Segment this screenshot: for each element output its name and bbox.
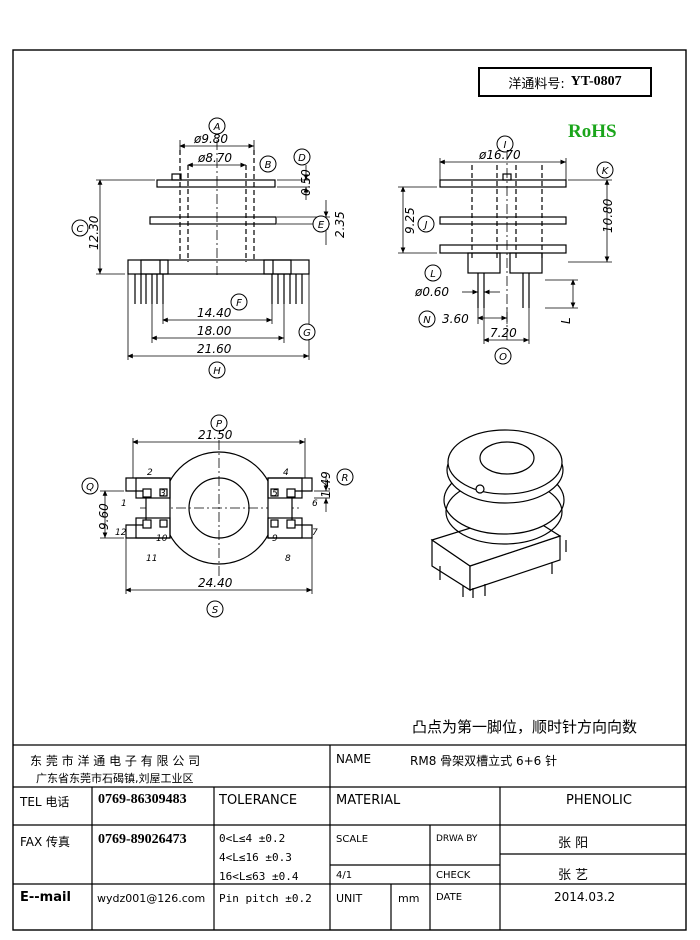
bottom-view: [100, 438, 330, 594]
pin-11: 11: [146, 554, 157, 564]
callout-G: G: [303, 328, 311, 339]
rohs-mark: RoHS: [568, 121, 617, 142]
tolerance-row-2: 4<L≤16 ±0.3: [219, 851, 292, 864]
pin-orientation-note: 凸点为第一脚位，顺时针方向向数: [412, 718, 638, 736]
dim-K: 10.80: [601, 198, 615, 233]
callout-F: F: [236, 298, 242, 309]
pin-7: 7: [312, 528, 318, 538]
check-value: 张 艺: [558, 868, 589, 883]
dim-C: 12.30: [87, 215, 101, 250]
callout-L: L: [430, 269, 436, 280]
dim-N: 3.60: [442, 312, 469, 326]
callout-circles: [71, 117, 614, 618]
unit-label: UNIT: [336, 892, 363, 905]
dim-B: ø8.70: [197, 151, 232, 165]
isometric-view: [430, 429, 567, 598]
callout-E: E: [318, 220, 325, 231]
callout-R: R: [342, 473, 349, 484]
part-number-box: 洋通料号: YT-0807: [478, 67, 652, 97]
callout-P: P: [216, 419, 223, 430]
name-label: NAME: [336, 752, 372, 766]
pin-1: 1: [121, 499, 127, 509]
company-address: 广东省东莞市石碣镇,刘屋工业区: [36, 772, 194, 785]
pin-6: 6: [312, 499, 318, 509]
fax-value: 0769-89026473: [98, 832, 187, 847]
material-value: PHENOLIC: [566, 793, 632, 808]
dimension-values: ø9.80 ø8.70 12.30 0.50 2.35 14.40 18.00 …: [87, 132, 615, 590]
dim-E: 2.35: [333, 211, 347, 238]
callout-S: S: [212, 605, 219, 616]
pin-10: 10: [156, 534, 168, 544]
drawby-value: 张 阳: [558, 836, 589, 851]
callout-J: J: [423, 220, 428, 231]
dim-I: ø16.70: [478, 148, 521, 162]
tel-value: 0769-86309483: [98, 792, 187, 807]
dim-G: 18.00: [197, 324, 232, 338]
tel-label: TEL 电话: [20, 795, 70, 809]
front-view: [96, 140, 330, 360]
part-number-value: YT-0807: [570, 74, 622, 89]
callout-K: K: [602, 166, 610, 177]
dim-Q: 9.60: [97, 503, 111, 530]
dim-L: ø0.60: [414, 285, 449, 299]
dim-P: 21.50: [198, 428, 233, 442]
pin-5: 5: [272, 489, 278, 499]
dim-A: ø9.80: [193, 132, 228, 146]
pin-8: 8: [285, 554, 291, 564]
callout-O: O: [499, 352, 507, 363]
drawby-label: DRWA BY: [436, 834, 478, 844]
name-value: RM8 骨架双槽立式 6+6 针: [410, 754, 558, 768]
dim-L-length: L: [559, 317, 573, 324]
callout-C: C: [77, 224, 84, 235]
email-value: wydz001@126.com: [97, 892, 206, 905]
dim-O: 7.20: [490, 326, 517, 340]
date-label: DATE: [436, 892, 463, 903]
tolerance-row-1: 0<L≤4 ±0.2: [219, 832, 286, 845]
side-view: [398, 150, 612, 344]
callout-Q: Q: [86, 482, 94, 493]
part-number-label: 洋通料号:: [508, 76, 565, 92]
pin-3: 3: [160, 489, 166, 499]
dim-S: 24.40: [198, 576, 233, 590]
dim-J: 9.25: [403, 207, 417, 234]
fax-label: FAX 传真: [20, 835, 71, 849]
technical-drawing: A B C D E F G H I J K L N O P Q R S ø9.8…: [71, 117, 615, 618]
scale-value: 4/1: [336, 870, 353, 881]
scale-label: SCALE: [336, 834, 369, 845]
email-label: E--mail: [20, 890, 71, 905]
pin-12: 12: [115, 528, 127, 538]
callout-letters: A B C D E F G H I J K L N O P Q R S: [77, 122, 610, 616]
pin-4: 4: [283, 468, 289, 478]
material-label: MATERIAL: [336, 793, 401, 808]
pin-2: 2: [147, 468, 153, 478]
pin-9: 9: [272, 534, 278, 544]
date-value: 2014.03.2: [554, 890, 616, 904]
pin-numbers: 1 2 3 4 5 6 7 8 9 10 11 12: [115, 468, 318, 564]
tolerance-row-3: 16<L≤63 ±0.4: [219, 870, 299, 883]
callout-D: D: [298, 153, 306, 164]
callout-H: H: [213, 366, 221, 377]
dim-R: 1.49: [319, 471, 333, 498]
callout-A: A: [213, 122, 221, 133]
callout-I: I: [504, 140, 507, 151]
tolerance-label: TOLERANCE: [219, 793, 298, 808]
dim-F: 14.40: [197, 306, 232, 320]
unit-value: mm: [398, 892, 420, 905]
check-label: CHECK: [436, 870, 471, 881]
callout-B: B: [265, 160, 272, 171]
company-name: 东 莞 市 洋 通 电 子 有 限 公 司: [30, 754, 201, 768]
dim-H: 21.60: [197, 342, 232, 356]
dim-D: 0.50: [299, 169, 313, 196]
callout-N: N: [423, 315, 431, 326]
pin-pitch: Pin pitch ±0.2: [219, 892, 312, 905]
